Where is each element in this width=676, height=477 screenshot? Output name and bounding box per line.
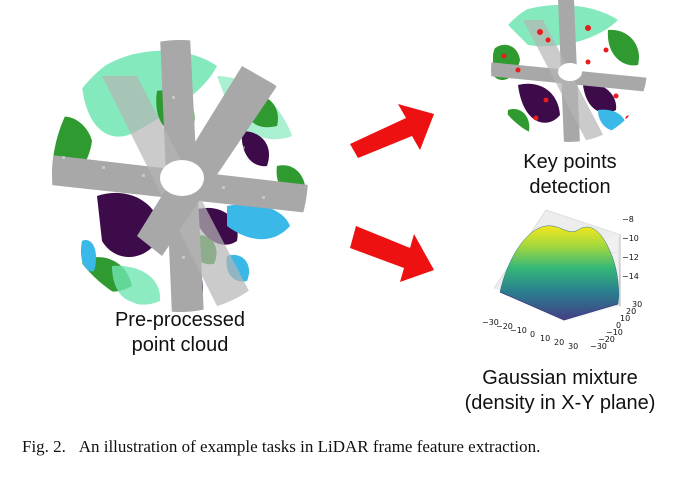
z-tick-label: −12 <box>622 253 639 262</box>
z-tick-label: −14 <box>622 272 639 281</box>
gaussian-label: Gaussian mixture (density in X-Y plane) <box>450 366 670 416</box>
caption-prefix: Fig. 2. <box>22 437 66 456</box>
x-tick-label: 0 <box>530 330 536 339</box>
keypoints-point-cloud-image <box>491 0 647 142</box>
y-tick-label: 0 <box>616 321 622 330</box>
left-label-line: point cloud <box>131 334 229 356</box>
keypoints-label-line: Key points <box>523 151 617 173</box>
y-tick-label: −10 <box>606 328 623 337</box>
x-tick-label: 20 <box>554 338 565 347</box>
keypoints-label: Key points detection <box>490 150 650 200</box>
point-cloud-image <box>52 40 308 312</box>
z-tick-label: −10 <box>622 234 639 243</box>
z-axis-ticks: −8 −10 −12 −14 <box>622 215 662 295</box>
left-label: Pre-processed point cloud <box>90 308 270 358</box>
x-tick-label: −30 <box>482 318 499 327</box>
keypoints-label-line: detection <box>529 176 611 198</box>
y-tick-label: −20 <box>598 335 615 344</box>
x-tick-label: 10 <box>540 334 551 343</box>
y-tick-label: 30 <box>632 300 643 309</box>
z-tick-label: −8 <box>622 215 634 224</box>
caption-text: An illustration of example tasks in LiDA… <box>78 437 541 456</box>
y-tick-label: 10 <box>620 314 631 323</box>
gaussian-label-line: Gaussian mixture <box>482 367 638 389</box>
gaussian-label-line: (density in X-Y plane) <box>464 392 656 414</box>
figure-caption: Fig. 2. An illustration of example tasks… <box>22 437 540 457</box>
x-tick-label: −10 <box>510 326 527 335</box>
y-tick-label: 20 <box>626 307 637 316</box>
y-axis-ticks: 30 20 10 0 −10 −20 −30 <box>586 300 646 356</box>
left-label-line: Pre-processed <box>114 309 246 331</box>
x-axis-ticks: −30 −20 −10 0 10 20 30 <box>482 318 592 358</box>
arrow-to-gaussian-icon <box>350 226 434 282</box>
y-tick-label: −30 <box>590 342 607 351</box>
gaussian-surface-plot <box>493 209 621 322</box>
arrow-to-keypoints-icon <box>350 104 434 158</box>
x-tick-label: −20 <box>496 322 513 331</box>
x-tick-label: 30 <box>568 342 579 351</box>
